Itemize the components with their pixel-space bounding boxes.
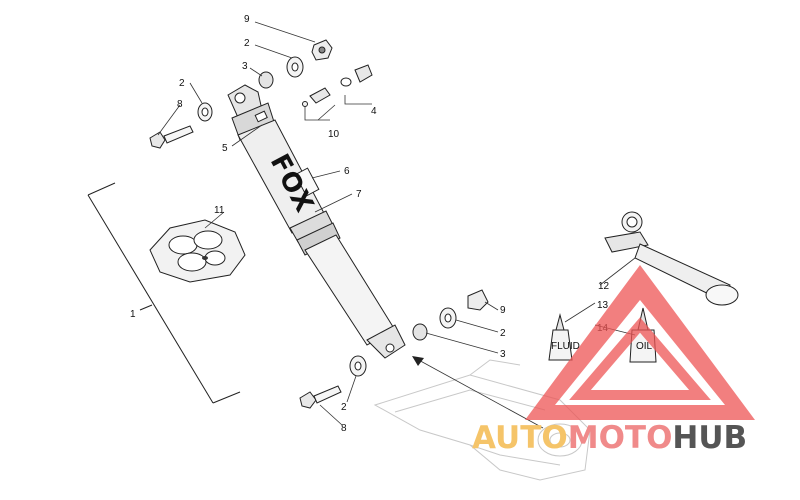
watermark-word-hub: HUB <box>672 420 747 456</box>
callout-5: 5 <box>222 143 228 154</box>
callout-1: 1 <box>130 309 136 320</box>
callout-8-bottom: 8 <box>341 423 347 434</box>
callout-9-top: 9 <box>244 14 250 25</box>
callout-3-top: 3 <box>242 61 248 72</box>
swing-arm-sketch <box>373 359 591 481</box>
callout-8-top: 8 <box>177 99 183 110</box>
bracket-item-1 <box>87 182 241 404</box>
fluid-bottle <box>548 313 573 361</box>
arrow-head <box>412 356 424 366</box>
callout-2-left: 2 <box>179 78 185 89</box>
bumper-plate-part <box>149 219 246 283</box>
callout-12: 12 <box>598 281 610 292</box>
callout-6: 6 <box>344 166 350 177</box>
callout-9-bottom: 9 <box>500 305 506 316</box>
callout-2-top: 2 <box>244 38 250 49</box>
callout-11: 11 <box>214 205 225 216</box>
shock-absorber-body <box>227 84 406 359</box>
watermark-word-moto: MOTO <box>568 420 673 456</box>
fluid-bottle-label: FLUID <box>551 341 580 352</box>
callout-7: 7 <box>356 189 362 200</box>
leader-lines <box>157 21 636 429</box>
watermark-text: AUTOMOTOHUB <box>472 420 747 456</box>
callout-2-bottom-left: 2 <box>341 402 347 413</box>
callout-13: 13 <box>597 300 609 311</box>
watermark-word-auto: AUTO <box>472 420 568 456</box>
oil-bottle-label: OIL <box>636 341 653 352</box>
callout-3-bottom: 3 <box>500 349 506 360</box>
callout-4: 4 <box>371 106 377 117</box>
watermark-triangle-icon <box>525 265 755 420</box>
watermark-logo <box>525 265 755 420</box>
callout-2-bottom-right: 2 <box>500 328 506 339</box>
hardware-parts <box>149 39 489 409</box>
callout-10: 10 <box>328 129 340 140</box>
air-pump-tool <box>604 211 739 306</box>
